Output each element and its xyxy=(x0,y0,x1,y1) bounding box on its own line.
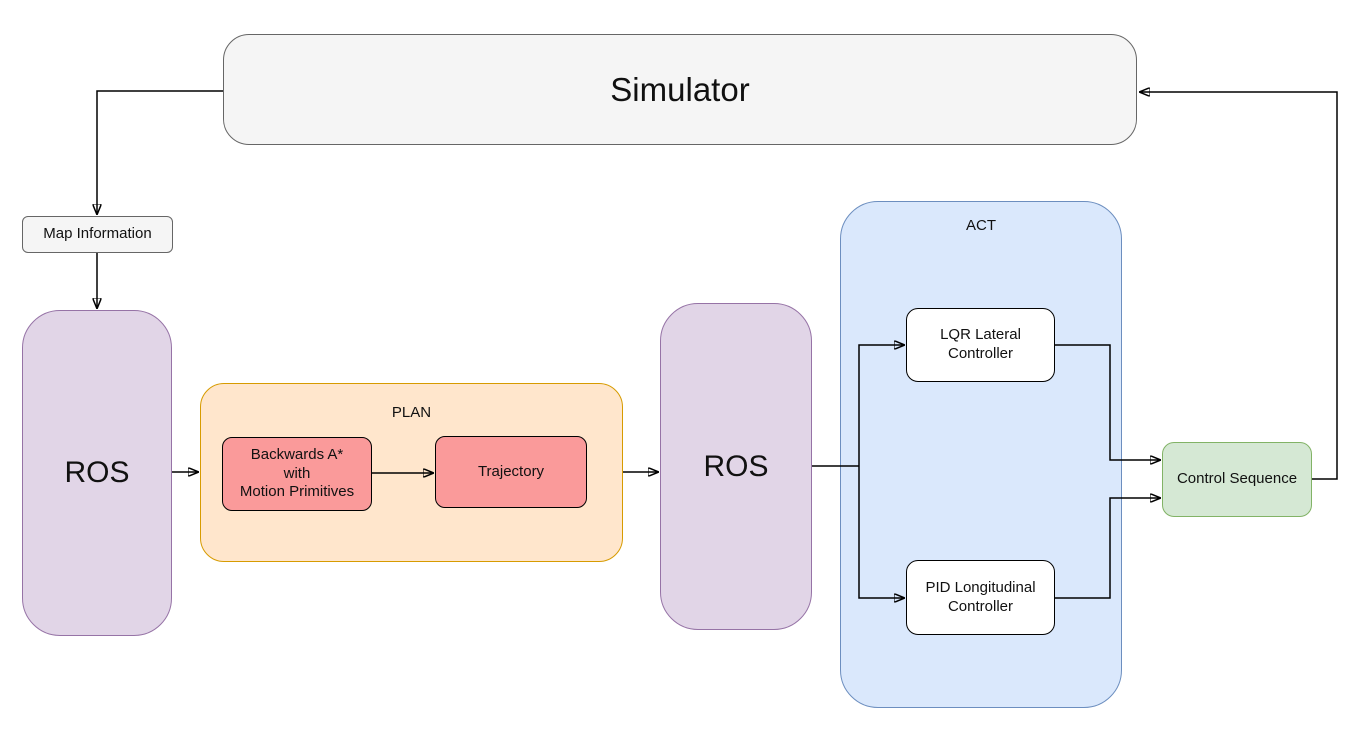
pid-controller-node: PID Longitudinal Controller xyxy=(906,560,1055,635)
arrow-control-sequence-to-simulator xyxy=(1140,92,1338,480)
trajectory-node: Trajectory xyxy=(435,436,587,508)
arrow-simulator-to-map xyxy=(97,90,223,214)
plan-label: PLAN xyxy=(391,404,432,421)
ros-left-node: ROS xyxy=(22,310,172,636)
ros-right-node: ROS xyxy=(660,303,812,630)
lqr-controller-node: LQR Lateral Controller xyxy=(906,308,1055,382)
backwards-astar-node: Backwards A* with Motion Primitives xyxy=(222,437,372,511)
act-label: ACT xyxy=(966,217,996,234)
map-information-node: Map Information xyxy=(22,216,173,253)
simulator-node: Simulator xyxy=(223,34,1137,145)
control-sequence-node: Control Sequence xyxy=(1162,442,1312,517)
